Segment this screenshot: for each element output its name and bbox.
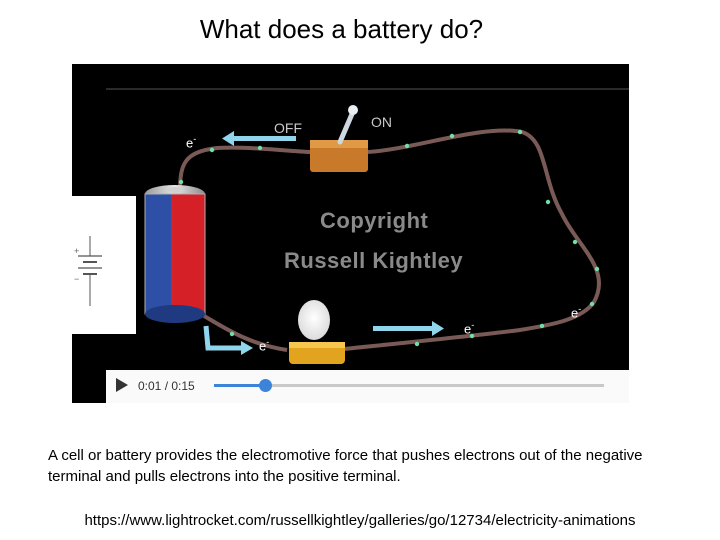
slide-title: What does a battery do? xyxy=(199,14,484,44)
electron-label: e- xyxy=(259,337,270,354)
watermark-copyright: Copyright xyxy=(320,208,429,233)
play-icon[interactable] xyxy=(116,378,128,392)
circuit-animation-frame xyxy=(106,88,629,364)
video-player[interactable]: + − Copyright Russell Kightley OFF ON e-… xyxy=(72,64,629,403)
switch-on-label: ON xyxy=(371,114,392,130)
wire-right xyxy=(343,128,601,351)
electron-label: e- xyxy=(464,320,475,337)
electron-label: e- xyxy=(571,304,582,321)
battery-cell xyxy=(144,185,206,323)
caption-text: A cell or battery provides the electromo… xyxy=(48,447,643,485)
progress-fill xyxy=(214,384,265,387)
svg-text:+: + xyxy=(74,246,79,256)
video-controls: 0:01 / 0:15 xyxy=(106,370,629,403)
switch-off-label: OFF xyxy=(274,120,302,136)
electron-arrows xyxy=(203,131,444,355)
progress-bar[interactable] xyxy=(214,379,604,392)
progress-handle[interactable] xyxy=(258,379,272,392)
svg-text:−: − xyxy=(74,274,79,284)
time-display: 0:01 / 0:15 xyxy=(138,379,195,393)
electron-label: e- xyxy=(186,134,197,151)
switch-lever xyxy=(337,111,355,145)
wire-top-left xyxy=(178,145,313,193)
light-bulb xyxy=(289,300,345,364)
watermark-author: Russell Kightley xyxy=(284,248,464,273)
battery-circuit-symbol: + − xyxy=(72,196,136,334)
source-url[interactable]: https://www.lightrocket.com/russellkight… xyxy=(84,512,636,529)
wire-bottom-left xyxy=(203,314,288,352)
